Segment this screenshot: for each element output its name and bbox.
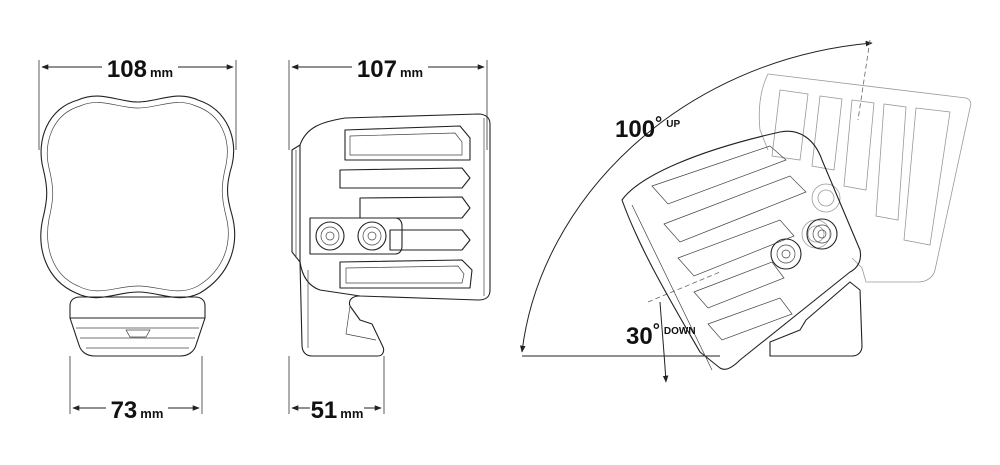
front-lamp-housing <box>40 95 236 299</box>
tilt-up-arc <box>519 40 873 353</box>
tilt-down-arc <box>659 301 669 383</box>
tilt-view: 100°UP 30°DOWN <box>519 39 972 383</box>
tilt-down-label: 30°DOWN <box>626 320 696 350</box>
tilt-up-label: 100°UP <box>615 113 680 143</box>
side-mount-bracket <box>299 261 385 357</box>
front-mount-bracket <box>69 296 206 357</box>
side-lamp-housing <box>299 113 491 301</box>
tilt-up-ghost-housing <box>758 73 972 283</box>
side-mount-bolts <box>309 217 403 255</box>
side-cooling-fins <box>339 125 473 289</box>
tilt-down-housing <box>621 130 863 371</box>
